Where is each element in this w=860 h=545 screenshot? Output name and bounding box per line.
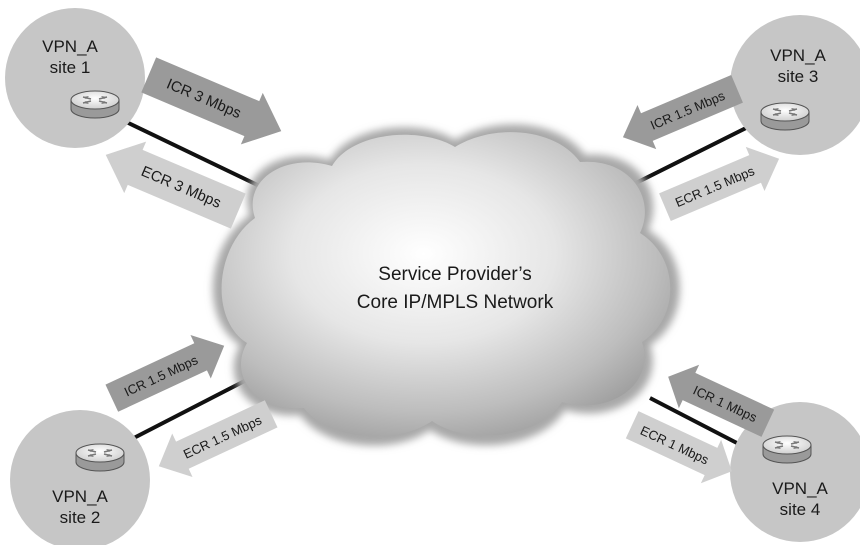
router-icon (760, 102, 810, 131)
cloud-label-line1: Service Provider’s (378, 264, 531, 285)
site-2-name-label: site 2 (60, 508, 101, 527)
site-4-vpn-label: VPN_A (772, 479, 828, 498)
router-icon (70, 90, 120, 119)
site-2-icr-arrow: ICR 1.5 Mbps (105, 335, 225, 412)
site-2-vpn-label: VPN_A (52, 487, 108, 506)
site-1: VPN_A site 1 (5, 8, 145, 148)
link-site3 (629, 119, 761, 188)
site-3: VPN_A site 3 (730, 15, 860, 155)
site-3-ecr-arrow: ECR 1.5 Mbps (659, 146, 780, 222)
site-2: VPN_A site 2 (10, 410, 150, 545)
router-icon (762, 435, 812, 464)
site-4-name-label: site 4 (780, 500, 821, 519)
site-3-vpn-label: VPN_A (770, 46, 826, 65)
site-1-vpn-label: VPN_A (42, 37, 98, 56)
link-site1 (117, 116, 273, 194)
site-2-ecr-arrow: ECR 1.5 Mbps (158, 400, 278, 477)
cloud-label-line2: Core IP/MPLS Network (357, 292, 554, 313)
router-icon (75, 443, 125, 472)
site-3-icr-arrow: ICR 1.5 Mbps (622, 74, 743, 150)
site-4: VPN_A site 4 (730, 402, 860, 542)
site-1-name-label: site 1 (50, 58, 91, 77)
core-network-cloud: Service Provider’s Core IP/MPLS Network (212, 124, 680, 446)
site-3-name-label: site 3 (778, 67, 819, 86)
